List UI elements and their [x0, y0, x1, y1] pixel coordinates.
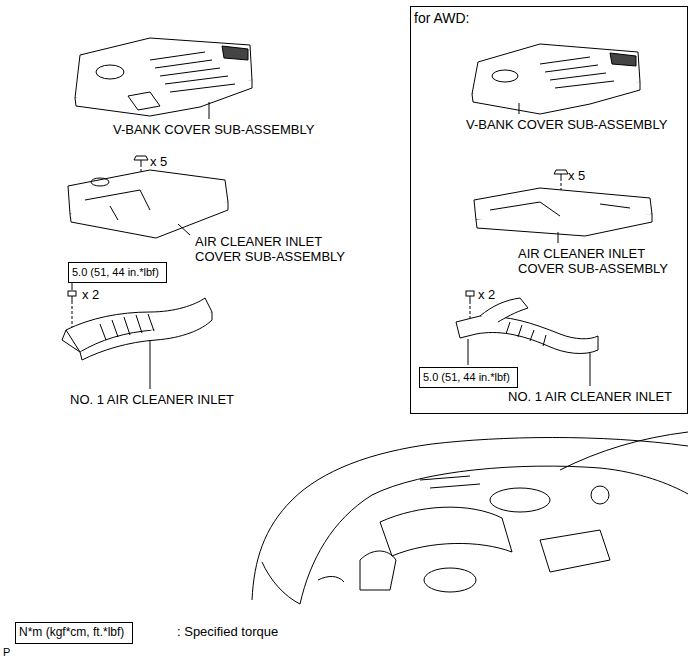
engine-part [424, 568, 476, 592]
quantity: x 5 [568, 168, 585, 183]
bumper-line [262, 562, 300, 604]
cover-emblem [96, 65, 124, 79]
intake-duct [380, 507, 512, 556]
duct-body [456, 316, 598, 353]
engine-compartment [360, 476, 610, 592]
no1-air-cleaner-inlet [456, 298, 598, 353]
torque-text: N*m (kgf*cm, ft.*lbf) [19, 626, 129, 640]
bolt-shank [72, 296, 73, 304]
duct-ribs [100, 314, 154, 340]
hood-opening [300, 466, 688, 604]
hood-edge [560, 432, 688, 470]
part-name: NO. 1 AIR CLEANER INLET [508, 389, 672, 404]
cover-skirt [472, 82, 640, 114]
engine-part [420, 476, 480, 488]
clip-head [554, 170, 568, 174]
bolt-head [466, 291, 474, 296]
part-name: NO. 1 AIR CLEANER INLET [70, 392, 234, 407]
leader-line [209, 102, 210, 119]
duct-mount [62, 330, 80, 352]
quantity: x 2 [82, 287, 99, 302]
torque-text: 5.0 (51, 44 in.*lbf) [72, 266, 163, 279]
quantity: x 2 [478, 287, 495, 302]
inlet-cover-detail [490, 202, 630, 216]
inlet-cover-hole [91, 178, 109, 186]
duct-ribs [506, 322, 546, 346]
dashed-line [72, 306, 73, 328]
bolt-shank [470, 296, 471, 304]
engine-part [360, 551, 396, 590]
clip-icon [134, 156, 148, 167]
cover-grille [222, 46, 248, 60]
torque-box: 5.0 (51, 44 in.*lbf) [419, 367, 518, 388]
v-bank-cover [75, 38, 252, 116]
cover-ribs [540, 57, 614, 88]
part-name: V-BANK COVER SUB-ASSEMBLY [466, 117, 667, 132]
engine-part [591, 486, 609, 504]
leader-line [72, 283, 73, 290]
part-name: AIR CLEANER INLET COVER SUB-ASSEMBLY [518, 246, 678, 276]
clip-shank [561, 174, 562, 181]
cover-emblem [492, 70, 518, 82]
torque-text: 5.0 (51, 44 in.*lbf) [423, 371, 514, 384]
leader-line [519, 103, 520, 114]
clip-shank [141, 160, 142, 167]
leader-line [590, 353, 591, 386]
fender-line [252, 444, 432, 600]
bolt-icon [466, 291, 474, 304]
clip-head [134, 156, 148, 160]
air-cleaner-inlet-cover [474, 188, 652, 236]
no1-air-cleaner-inlet [62, 298, 212, 360]
leader-line [150, 340, 151, 389]
part-name: V-BANK COVER SUB-ASSEMBLY [113, 122, 314, 137]
clip-icon [554, 170, 568, 181]
inlet-cover-detail [85, 190, 150, 220]
leader-line [178, 224, 190, 235]
variant-heading: for AWD: [414, 10, 684, 26]
v-bank-cover [472, 44, 640, 114]
leader-line [468, 339, 469, 365]
cover-tab [128, 92, 160, 110]
vehicle-outline [252, 432, 688, 604]
figure-code: P [3, 645, 10, 659]
cover-grille [610, 53, 636, 66]
engine-part [490, 488, 550, 512]
bolt-icon [68, 291, 76, 304]
part-name: AIR CLEANER INLET COVER SUB-ASSEMBLY [195, 234, 355, 264]
torque-box: 5.0 (51, 44 in.*lbf) [68, 262, 167, 283]
leader-line [558, 232, 559, 243]
variant-frame: for AWD: 5.0 (51, 44 in.*lbf) [410, 6, 688, 414]
legend-text: : Specified torque [177, 624, 278, 639]
quantity: x 5 [150, 154, 167, 169]
inlet-cover-edge [476, 214, 652, 236]
engine-part [540, 530, 610, 572]
headlamp [318, 576, 344, 582]
duct-side [80, 312, 212, 360]
bolt-head [68, 291, 76, 296]
air-cleaner-inlet-cover [68, 170, 228, 238]
torque-legend-box: N*m (kgf*cm, ft.*lbf) [15, 622, 133, 644]
cover-ribs [150, 52, 235, 92]
